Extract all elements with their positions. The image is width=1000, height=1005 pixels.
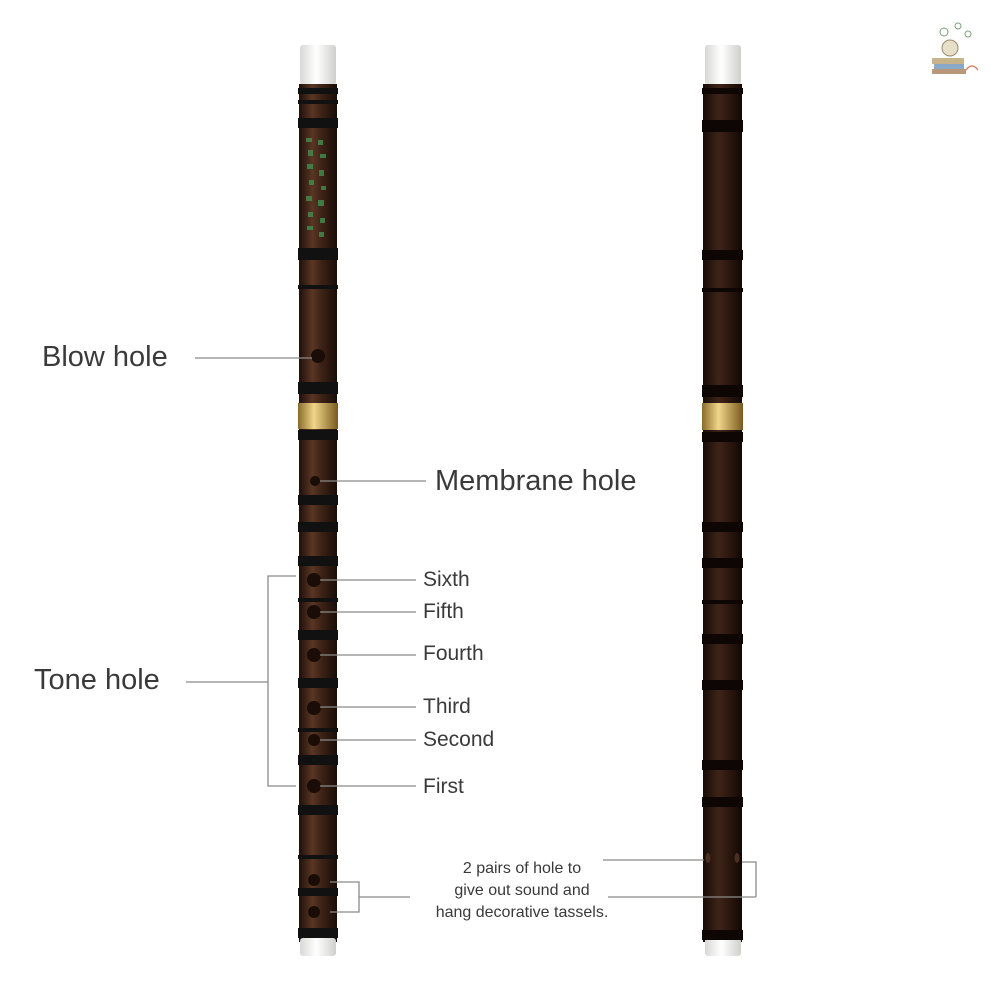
tassel-holes-note-line-3: hang decorative tassels. <box>412 902 632 924</box>
left-flute <box>298 45 338 956</box>
second-hole-mark <box>308 734 320 746</box>
left-flute-bottom-cap <box>300 938 336 956</box>
left-flute-top-cap <box>300 45 336 85</box>
right-tassel-hole-1 <box>706 853 711 863</box>
blow-hole-mark <box>311 349 325 363</box>
right-tassel-bracket <box>742 862 756 897</box>
right-flute-top-cap <box>705 45 741 85</box>
sixth-label: Sixth <box>423 569 470 590</box>
first-hole-mark <box>307 779 321 793</box>
right-flute-brass-ring <box>702 403 743 430</box>
fifth-label: Fifth <box>423 601 464 622</box>
corner-logo-icon <box>926 18 984 80</box>
tassel-hole-mark-2 <box>308 906 320 918</box>
fifth-hole-mark <box>307 605 321 619</box>
tassel-holes-note-line-2: give out sound and <box>412 880 632 902</box>
fourth-hole-mark <box>307 648 321 662</box>
tassel-holes-note-line-1: 2 pairs of hole to <box>412 858 632 880</box>
tone-hole-bracket <box>268 576 296 786</box>
left-flute-brass-ring <box>298 403 338 429</box>
tassel-hole-mark-1 <box>308 874 320 886</box>
third-label: Third <box>423 696 471 717</box>
sixth-hole-mark <box>307 573 321 587</box>
tone-hole-label: Tone hole <box>34 666 160 695</box>
leader-lines <box>186 358 756 912</box>
third-hole-mark <box>307 701 321 715</box>
first-label: First <box>423 776 464 797</box>
blow-hole-label: Blow hole <box>42 343 168 372</box>
right-flute <box>702 45 743 956</box>
second-label: Second <box>423 729 494 750</box>
right-flute-body <box>703 84 742 942</box>
membrane-hole-label: Membrane hole <box>435 467 637 496</box>
fourth-label: Fourth <box>423 643 484 664</box>
right-tassel-hole-2 <box>735 853 740 863</box>
right-flute-bottom-cap <box>705 938 741 956</box>
tassel-holes-note: 2 pairs of hole to give out sound and ha… <box>412 858 632 924</box>
membrane-hole-mark <box>310 476 320 486</box>
